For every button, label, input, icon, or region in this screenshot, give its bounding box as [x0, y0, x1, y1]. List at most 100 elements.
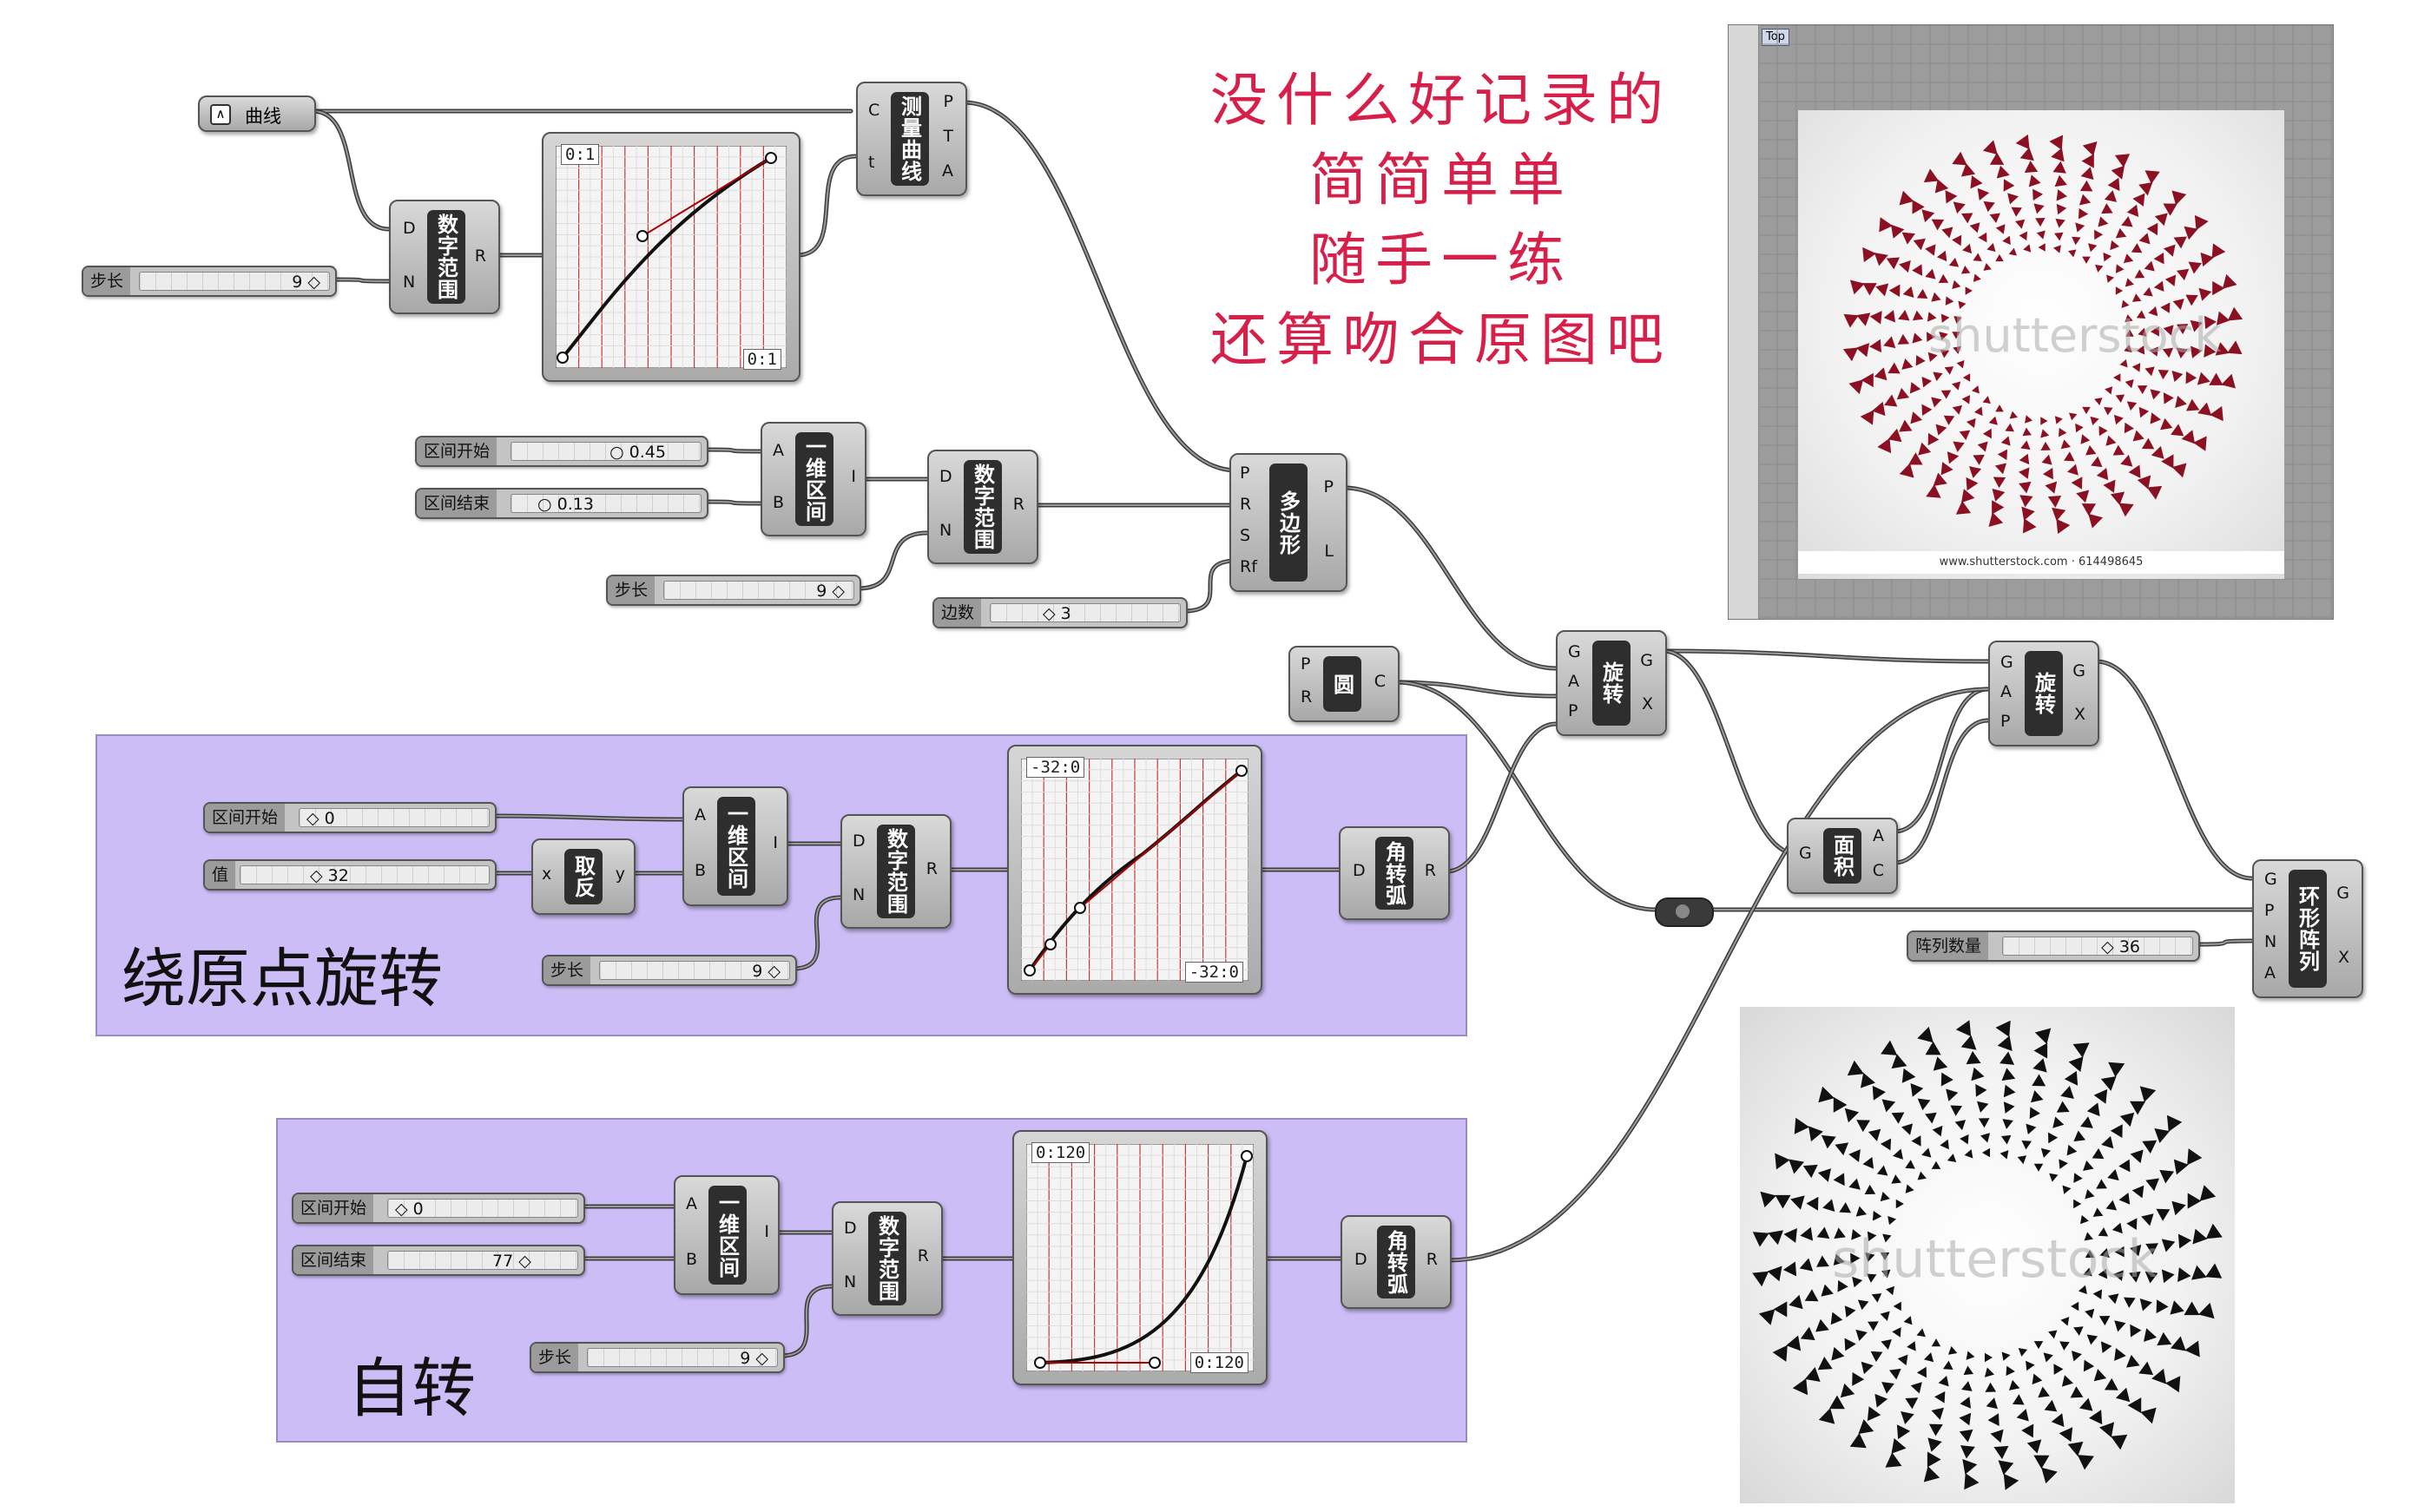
- port-r[interactable]: R: [917, 1246, 929, 1265]
- slider-value[interactable]: 值 ◇ 32: [203, 859, 497, 891]
- polygon[interactable]: 多边形 P R S Rf P L: [1229, 453, 1347, 592]
- graph-start-point[interactable]: [1024, 964, 1036, 976]
- port-p[interactable]: P: [1301, 654, 1311, 674]
- port-rf[interactable]: Rf: [1240, 557, 1257, 576]
- port-s[interactable]: S: [1240, 526, 1251, 545]
- slider-track[interactable]: 9 ◇: [599, 961, 790, 981]
- port-c[interactable]: C: [1872, 861, 1884, 880]
- port-d[interactable]: D: [1354, 1250, 1367, 1269]
- radians-1[interactable]: 角转弧 D R: [1339, 826, 1450, 920]
- curve-parameter[interactable]: ∧ 曲线: [198, 95, 316, 132]
- port-d[interactable]: D: [1353, 861, 1366, 880]
- port-c[interactable]: C: [1374, 672, 1386, 691]
- graph-mapper-3[interactable]: 0:120 0:120: [1012, 1130, 1268, 1385]
- slider-track[interactable]: 9 ◇: [587, 1348, 778, 1368]
- slider-interval-start-3[interactable]: 区间开始 ◇ 0: [292, 1193, 585, 1224]
- port-g-out[interactable]: G: [1640, 651, 1653, 670]
- slider-interval-end-3[interactable]: 区间结束 77 ◇: [292, 1245, 585, 1276]
- port-n[interactable]: N: [853, 885, 866, 904]
- port-g-out[interactable]: G: [2072, 661, 2085, 680]
- port-g[interactable]: G: [1799, 844, 1812, 863]
- port-g[interactable]: G: [1568, 642, 1581, 661]
- slider-interval-end-1[interactable]: 区间结束 ○ 0.13: [415, 488, 708, 519]
- slider-track[interactable]: ◇ 0: [387, 1199, 578, 1219]
- port-a[interactable]: A: [773, 441, 784, 460]
- port-d[interactable]: D: [853, 832, 866, 851]
- port-d[interactable]: D: [844, 1219, 857, 1238]
- negative[interactable]: 取反 x y: [531, 838, 636, 915]
- slider-step-4[interactable]: 步长 9 ◇: [530, 1342, 785, 1373]
- slider-array-count[interactable]: 阵列数量 ◇ 36: [1907, 930, 2200, 962]
- port-r[interactable]: R: [1240, 495, 1252, 514]
- port-p[interactable]: P: [2000, 712, 2011, 731]
- radians-2[interactable]: 角转弧 D R: [1341, 1215, 1452, 1309]
- rotate-2[interactable]: 旋转 G A P G X: [1988, 641, 2099, 746]
- graph-end-point[interactable]: [1241, 1150, 1253, 1162]
- port-r[interactable]: R: [1424, 861, 1436, 880]
- port-x[interactable]: X: [2337, 948, 2349, 967]
- number-range-3[interactable]: 数字范围 D N R: [840, 814, 952, 929]
- port-r[interactable]: R: [1012, 495, 1024, 514]
- graph-plot[interactable]: [1026, 1144, 1254, 1371]
- port-r[interactable]: R: [474, 247, 486, 266]
- graph-start-point[interactable]: [557, 352, 569, 364]
- graph-handle[interactable]: [1074, 902, 1086, 914]
- slider-track[interactable]: ○ 0.13: [511, 494, 702, 514]
- port-p[interactable]: P: [2264, 901, 2275, 920]
- port-a[interactable]: A: [2000, 682, 2012, 701]
- graph-handle[interactable]: [636, 230, 649, 242]
- port-b[interactable]: B: [773, 493, 785, 512]
- port-g-out[interactable]: G: [2336, 884, 2349, 903]
- slider-step-2[interactable]: 步长 9 ◇: [606, 575, 861, 606]
- slider-track[interactable]: 9 ◇: [663, 581, 854, 601]
- port-n[interactable]: N: [403, 273, 416, 292]
- port-y[interactable]: y: [615, 864, 625, 884]
- slider-track[interactable]: 77 ◇: [387, 1251, 578, 1271]
- graph-end-point[interactable]: [765, 152, 777, 164]
- slider-sides[interactable]: 边数 ◇ 3: [932, 597, 1188, 628]
- graph-plot[interactable]: [1021, 759, 1248, 981]
- port-p-out[interactable]: P: [1323, 477, 1334, 496]
- measure-curve[interactable]: 测量曲线 C t P T A: [856, 82, 967, 196]
- graph-end-point[interactable]: [1235, 765, 1248, 777]
- slider-track[interactable]: ◇ 32: [240, 865, 490, 885]
- port-a[interactable]: A: [695, 805, 706, 825]
- viewport-tab[interactable]: Top: [1762, 29, 1789, 46]
- area[interactable]: 面积 G A C: [1787, 818, 1898, 894]
- port-c[interactable]: C: [868, 101, 880, 120]
- graph-handle[interactable]: [1149, 1357, 1161, 1369]
- port-g[interactable]: G: [2000, 653, 2013, 672]
- graph-start-point[interactable]: [1034, 1357, 1046, 1369]
- graph-mapper-1[interactable]: 0:1 0:1: [542, 132, 800, 382]
- port-r[interactable]: R: [1301, 687, 1313, 707]
- port-n[interactable]: N: [844, 1272, 857, 1292]
- port-b[interactable]: B: [695, 861, 707, 880]
- rotate-1[interactable]: 旋转 G A P G X: [1556, 630, 1667, 736]
- port-l[interactable]: L: [1324, 542, 1334, 561]
- port-a[interactable]: A: [686, 1194, 697, 1213]
- port-i[interactable]: I: [851, 467, 856, 486]
- port-p[interactable]: P: [1240, 463, 1250, 483]
- port-x[interactable]: x: [542, 864, 552, 884]
- slider-track[interactable]: 9 ◇: [139, 272, 330, 292]
- port-t-out[interactable]: T: [943, 127, 953, 146]
- slider-interval-start-2[interactable]: 区间开始 ◇ 0: [203, 802, 497, 833]
- slider-step-1[interactable]: 步长 9 ◇: [82, 266, 337, 297]
- port-g[interactable]: G: [2264, 870, 2277, 889]
- port-i[interactable]: I: [764, 1222, 769, 1241]
- circle[interactable]: 圆 P R C: [1288, 646, 1400, 722]
- port-r[interactable]: R: [1426, 1250, 1438, 1269]
- port-a[interactable]: A: [942, 161, 953, 181]
- port-d[interactable]: D: [939, 467, 952, 486]
- port-n[interactable]: N: [2264, 932, 2277, 951]
- port-d[interactable]: D: [403, 219, 416, 238]
- interval-2[interactable]: 一维区间 A B I: [682, 786, 788, 906]
- graph-handle[interactable]: [1044, 938, 1057, 950]
- slider-track[interactable]: ◇ 0: [299, 808, 490, 828]
- port-x[interactable]: X: [2073, 705, 2085, 724]
- slider-interval-start-1[interactable]: 区间开始 ○ 0.45: [415, 436, 708, 467]
- slider-track[interactable]: ◇ 3: [990, 603, 1181, 623]
- relay-node[interactable]: [1655, 897, 1714, 927]
- port-a[interactable]: A: [2264, 963, 2276, 983]
- slider-step-3[interactable]: 步长 9 ◇: [542, 955, 797, 986]
